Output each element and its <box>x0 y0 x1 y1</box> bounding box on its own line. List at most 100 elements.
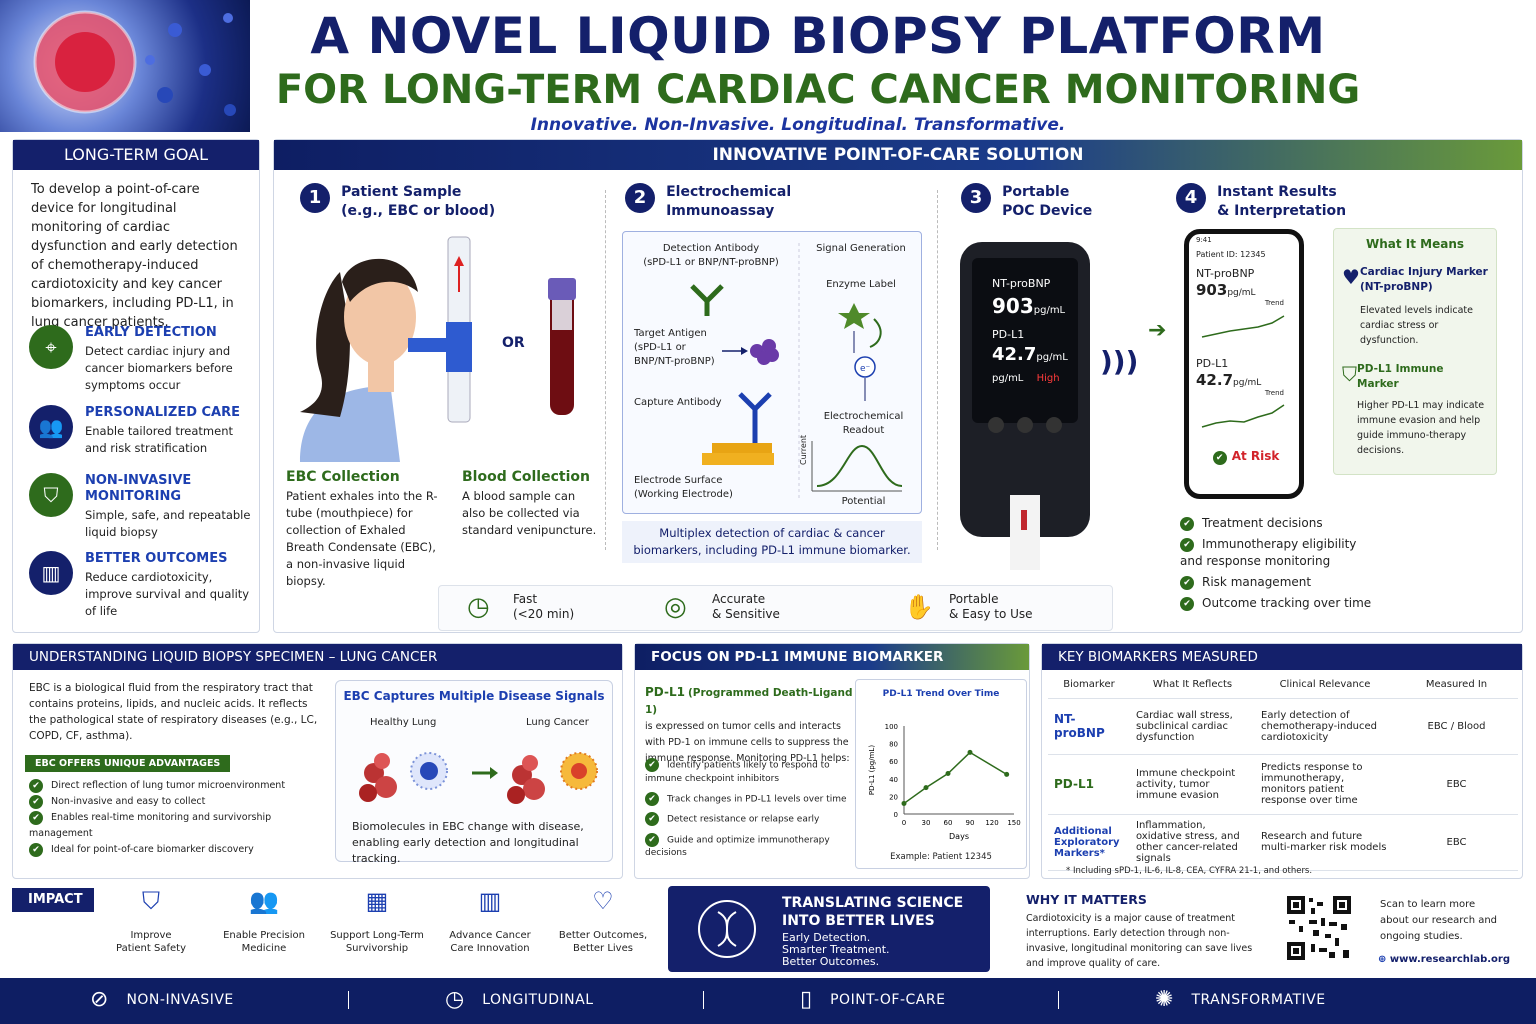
use-item: Immunotherapy eligibility and response m… <box>1180 536 1390 570</box>
advantage-item: Enables real-time monitoring and survivo… <box>29 810 334 842</box>
wim-heading: What It Means <box>1365 237 1465 251</box>
uses-list: Treatment decisions Immunotherapy eligib… <box>1180 515 1390 612</box>
impact-item: ▥ Advance Cancer Care Innovation <box>435 887 545 955</box>
patient-id: Patient ID: 12345 <box>1196 250 1266 259</box>
goal-item: ▥ BETTER OUTCOMES Reduce cardiotoxicity, i… <box>29 551 254 620</box>
impact-label: Enable Precision Medicine <box>223 930 305 954</box>
goal-item-desc: Reduce cardiotoxicity, improve survival … <box>85 570 250 618</box>
goal-panel: LONG-TERM GOAL To develop a point-of-car… <box>12 139 260 633</box>
table-row: NT-proBNP Cardiac wall stress, subclinic… <box>1048 698 1518 755</box>
use-item: Treatment decisions <box>1180 515 1390 532</box>
feature-portable: ✋ Portable & Easy to Use <box>904 592 1033 621</box>
ebc-desc: Patient exhales into the R-tube (mouthpi… <box>286 489 438 588</box>
page-title: A NOVEL LIQUID BIOPSY PLATFORM FOR LONG-… <box>268 6 1368 114</box>
ebc-title: EBC Collection <box>286 469 400 485</box>
col-header: Clinical Relevance <box>1255 672 1395 699</box>
qr-code[interactable] <box>1285 894 1353 962</box>
footer-label: NON-INVASIVE <box>126 991 234 1008</box>
device-unit3: pg/mL <box>992 373 1024 384</box>
bar-chart-icon: ▥ <box>29 551 73 595</box>
wim-item2-desc: Higher PD-L1 may indicate immune evasion… <box>1357 400 1485 456</box>
impact-label: Advance Cancer Care Innovation <box>449 930 531 954</box>
device-marker2: PD-L1 <box>992 328 1025 341</box>
pdl1-point: Guide and optimize immunotherapy decisio… <box>645 833 855 861</box>
footer-divider <box>348 991 349 1009</box>
goal-item-title: BETTER OUTCOMES <box>85 551 228 566</box>
healthy-label: Healthy Lung <box>370 717 437 728</box>
x-tick-label: 150 <box>1007 819 1020 827</box>
goal-item-title: NON-INVASIVE MONITORING <box>85 473 192 504</box>
device-value1: 903 <box>992 294 1034 318</box>
advantages-list: Direct reflection of lung tumor microenv… <box>29 778 334 858</box>
biomarker-name: Additional Exploratory Markers* <box>1048 814 1130 871</box>
trend-chart-1 <box>1201 315 1285 338</box>
phone-status: At Risk <box>1231 449 1280 463</box>
patient-illustration: OR <box>300 236 576 462</box>
x-axis-label: Days <box>949 832 969 841</box>
wim-item1-desc: Elevated levels indicate cardiac stress … <box>1359 305 1473 346</box>
phone-unit2: pg/mL <box>1233 378 1262 388</box>
step-2: 2 Electrochemical Immunoassay <box>625 183 885 221</box>
step-title: Instant Results & Interpretation <box>1217 184 1347 219</box>
trend-label-2: Trend <box>1264 389 1284 397</box>
col-header: Biomarker <box>1048 672 1130 699</box>
advantage-item: Direct reflection of lung tumor microenv… <box>29 778 334 794</box>
scan-text: Scan to learn more about our research an… <box>1380 899 1498 942</box>
footer-item: ⊘ NON-INVASIVE <box>90 987 234 1012</box>
dna-icon <box>698 900 756 958</box>
shield-icon: ⛉ <box>1342 362 1357 386</box>
step-1: 1 Patient Sample (e.g., EBC or blood) <box>300 183 560 221</box>
pdl1-point: Track changes in PD-L1 levels over time <box>645 792 855 807</box>
step-number: 1 <box>300 183 330 213</box>
specimen-panel: UNDERSTANDING LIQUID BIOPSY SPECIMEN – L… <box>12 643 623 879</box>
x-tick-label: 60 <box>944 819 953 827</box>
feature-fast: ◷ Fast (<20 min) <box>467 592 575 622</box>
why-text: Cardiotoxicity is a major cause of treat… <box>1026 913 1253 969</box>
people-icon: 👥 <box>249 887 279 915</box>
footer-divider <box>703 991 704 1009</box>
url-link[interactable]: ⊕ www.researchlab.org <box>1378 954 1510 965</box>
specimen-heading: UNDERSTANDING LIQUID BIOPSY SPECIMEN – L… <box>13 644 622 670</box>
lung-illustration <box>359 752 598 804</box>
bar-chart-icon: ▥ <box>478 887 502 915</box>
assay-diagram: e⁻ <box>690 243 903 501</box>
goal-text: To develop a point-of-care device for lo… <box>31 182 238 330</box>
pdl1-heading: FOCUS ON PD-L1 IMMUNE BIOMARKER <box>635 644 1029 670</box>
pdl1-title: PD-L1 <box>645 685 685 699</box>
what-it-means: What It Means ♥ Cardiac Injury Marker (N… <box>1333 228 1497 475</box>
phone-value1: 903 <box>1196 281 1228 299</box>
translating-sub: Early Detection. Smarter Treatment. Bett… <box>782 931 890 968</box>
impact-section: IMPACT ⛉Improve Patient Safety👥Enable Pr… <box>12 885 657 973</box>
blood-desc: A blood sample can also be collected via… <box>462 489 597 537</box>
hand-icon: ✋ <box>904 593 934 621</box>
heart-icon: ♥ <box>1342 265 1360 289</box>
goal-heading: LONG-TERM GOAL <box>13 140 259 170</box>
biomarkers-table: Biomarker What It Reflects Clinical Rele… <box>1048 672 1518 871</box>
col-header: Measured In <box>1395 672 1518 699</box>
data-point <box>945 771 951 777</box>
cell-illustration <box>33 10 236 116</box>
chart-caption: Example: Patient 12345 <box>890 852 992 862</box>
shield-icon: ⛉ <box>142 887 160 915</box>
advantage-item: Ideal for point-of-care biomarker discov… <box>29 842 334 858</box>
footer-divider <box>1058 991 1059 1009</box>
globe-icon: ⊕ <box>1378 954 1387 965</box>
use-item: Outcome tracking over time <box>1180 595 1390 612</box>
no-needle-icon: ⊘ <box>90 987 109 1012</box>
y-tick-label: 20 <box>889 793 898 801</box>
why-heading: WHY IT MATTERS <box>1026 892 1147 907</box>
clock-icon: ◷ <box>467 592 490 622</box>
phone-screen: 9:41 Patient ID: 12345 NT-proBNP 903pg/m… <box>1196 236 1296 465</box>
check-icon: ✔ <box>1212 451 1227 465</box>
capture-antibody-label: Capture Antibody <box>634 397 722 408</box>
url-text[interactable]: www.researchlab.org <box>1389 954 1511 965</box>
impact-heading: IMPACT <box>12 888 94 912</box>
data-point <box>967 749 973 755</box>
advantage-item: Non-invasive and easy to collect <box>29 794 334 810</box>
poc-device <box>960 242 1090 570</box>
cancer-label: Lung Cancer <box>526 717 589 728</box>
feature-accurate: ◎ Accurate & Sensitive <box>664 592 780 622</box>
